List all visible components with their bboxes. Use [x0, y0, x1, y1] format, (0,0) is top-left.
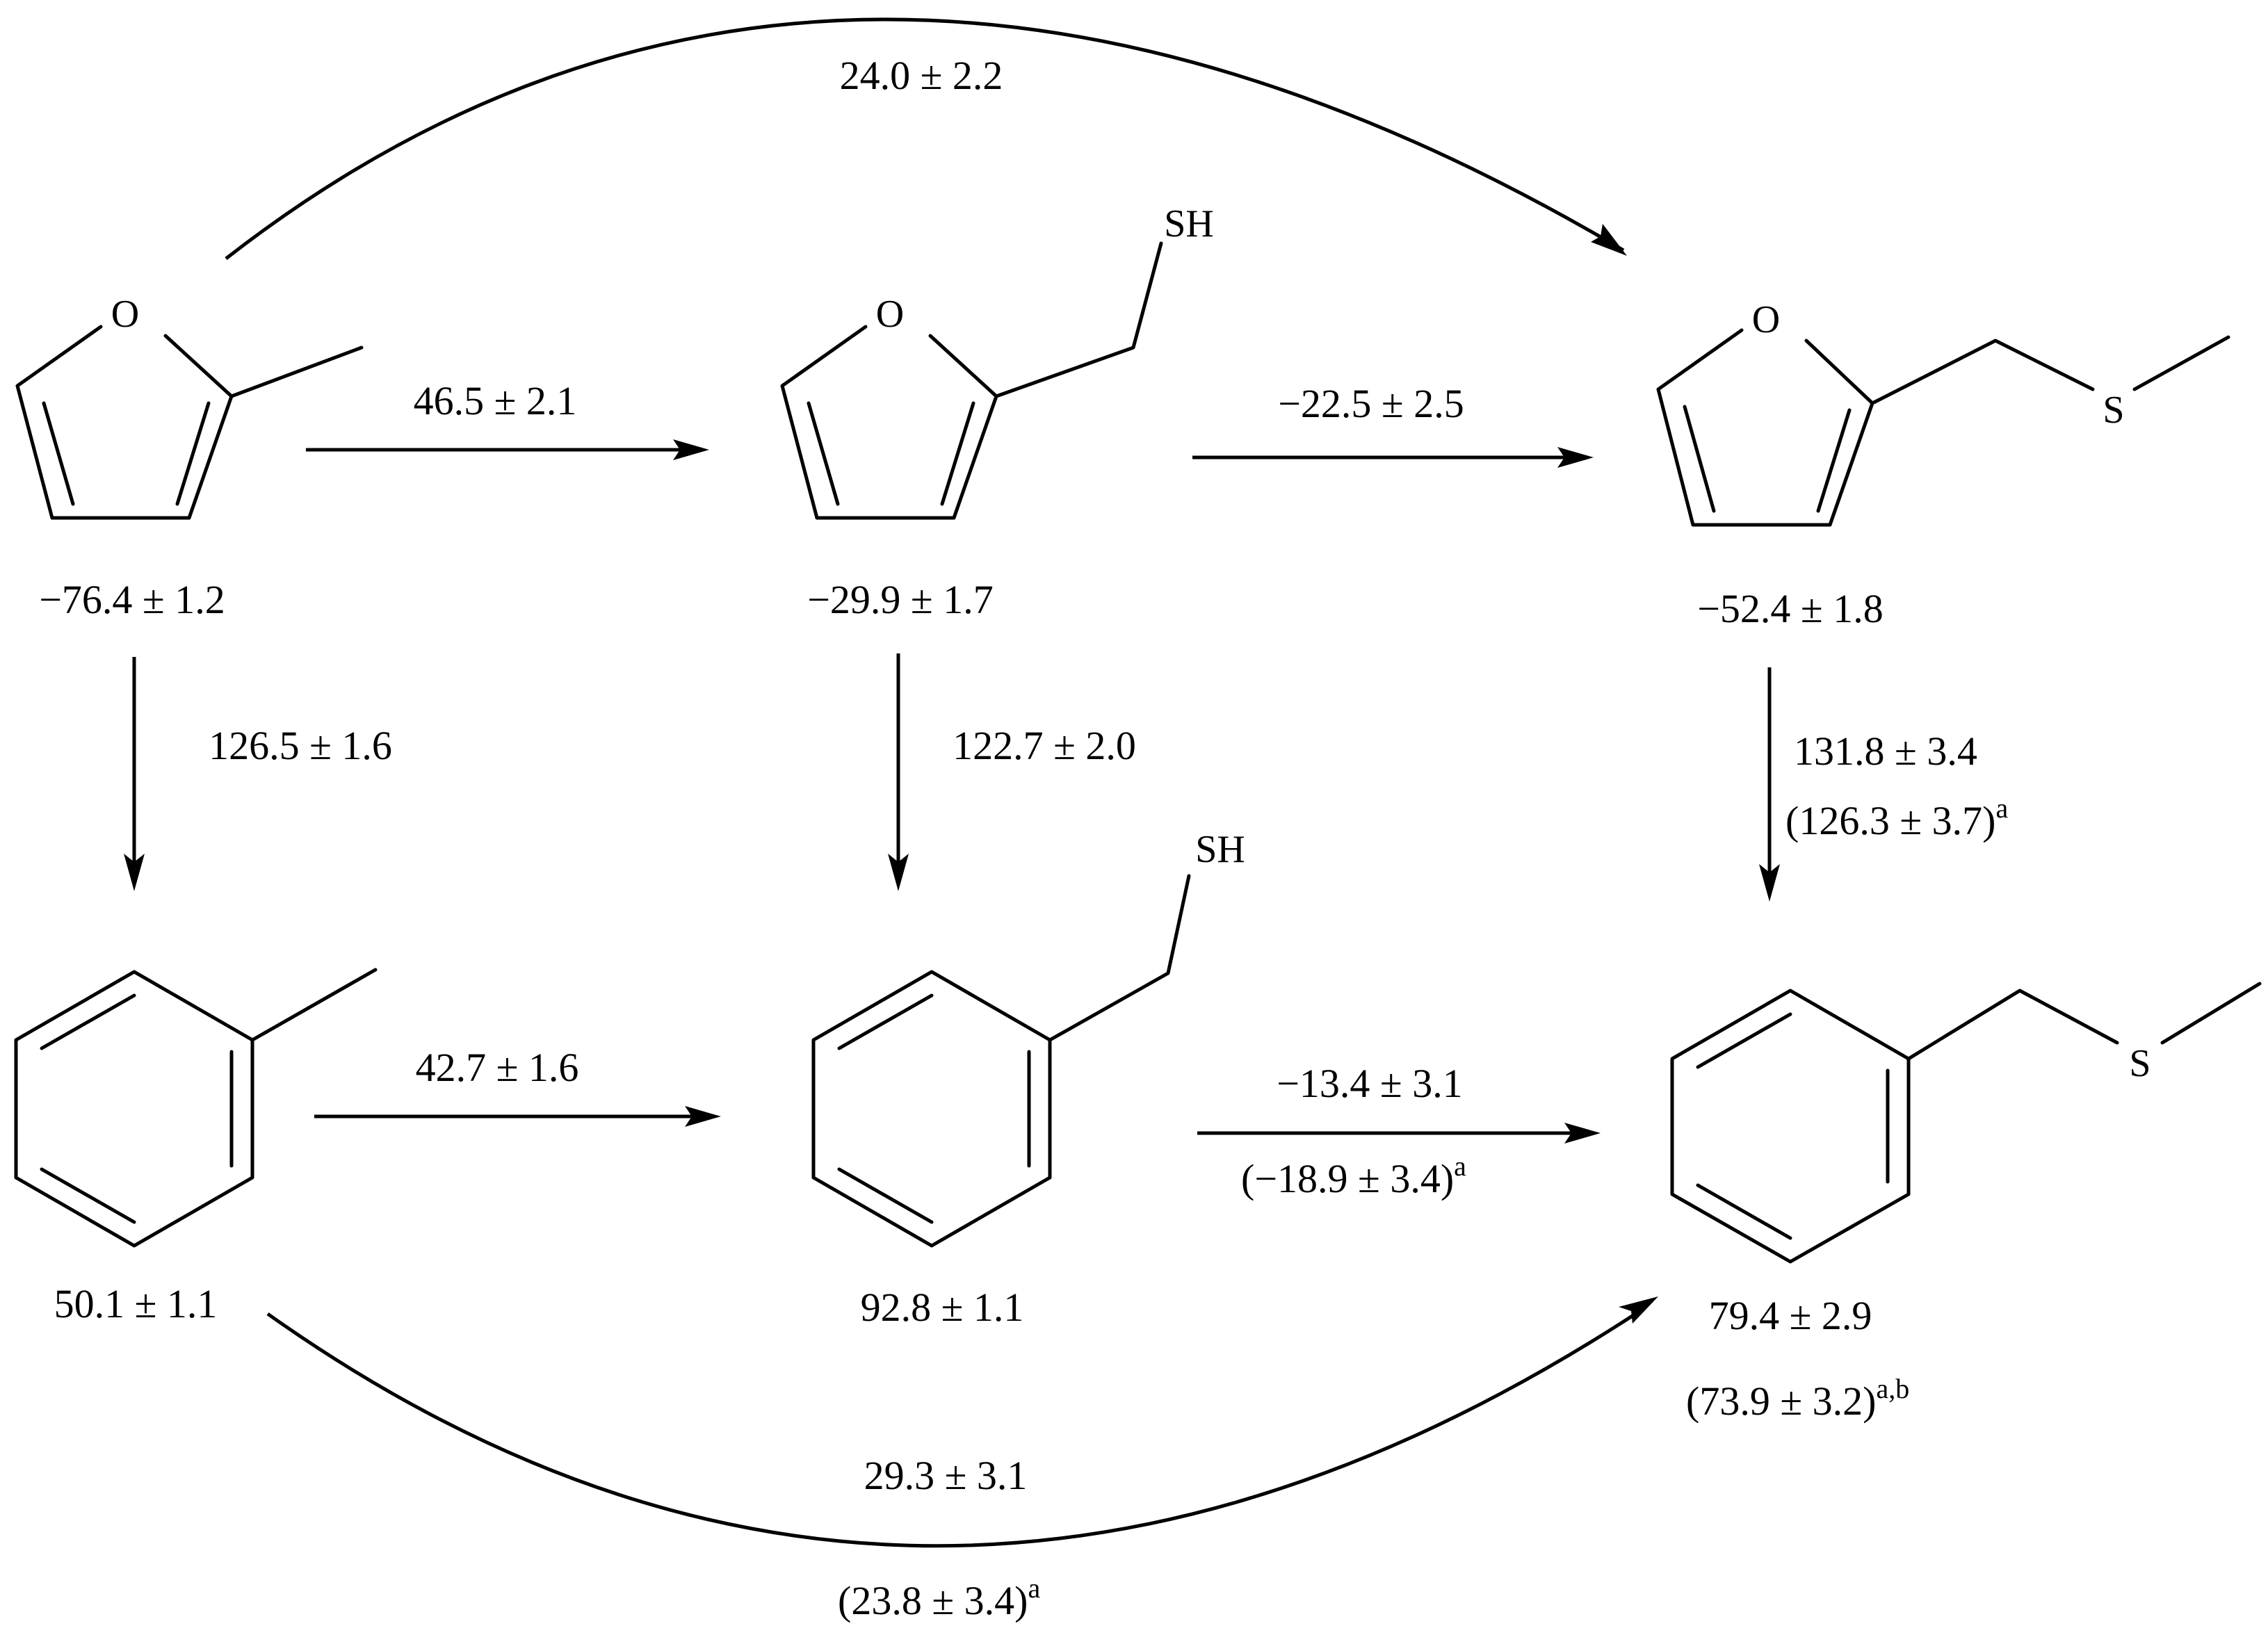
reaction-enthalpy-label: 46.5 ± 2.1 — [414, 378, 577, 423]
arrow-furan-sulfide-to-benzyl-sulfide — [1759, 667, 1780, 902]
reaction-enthalpy-label: 42.7 ± 1.6 — [416, 1045, 579, 1090]
benzyl-methyl-sulfide-structure: S — [1670, 982, 2262, 1264]
reaction-enthalpy-label: 126.5 ± 1.6 — [209, 723, 392, 768]
reaction-enthalpy-alt-label: (126.3 ± 3.7)a — [1785, 792, 2008, 843]
alt-enthalpy-value: (73.9 ± 3.2) — [1686, 1378, 1876, 1424]
benzylthiol-structure: SH — [811, 828, 1245, 1248]
furfurylthiol-enthalpy: −29.9 ± 1.7 — [807, 577, 994, 622]
footnote-marker: a — [1995, 792, 2008, 824]
reaction-enthalpy-label: 29.3 ± 3.1 — [864, 1453, 1028, 1498]
methylfuran-structure: O — [15, 293, 364, 520]
alt-value: (−18.9 ± 3.4) — [1241, 1156, 1454, 1201]
alt-value: (126.3 ± 3.7) — [1785, 798, 1995, 843]
toluene-enthalpy: 50.1 ± 1.1 — [54, 1281, 218, 1326]
sulfur-atom-label: S — [2103, 389, 2124, 432]
reaction-enthalpy-label: −13.4 ± 3.1 — [1277, 1061, 1463, 1106]
footnote-marker: a,b — [1876, 1373, 1909, 1404]
footnote-marker: a — [1028, 1572, 1040, 1604]
arrow-furfurylthiol-to-sulfide — [1192, 447, 1594, 468]
arrow-toluene-to-benzylthiol — [314, 1106, 721, 1127]
alt-value: (23.8 ± 3.4) — [838, 1578, 1028, 1623]
reaction-enthalpy-label: −22.5 ± 2.5 — [1278, 381, 1464, 426]
arrow-methylfuran-to-furfurylthiol — [306, 439, 709, 460]
sulfur-atom-label: S — [2129, 1042, 2150, 1085]
arrow-methylfuran-to-toluene — [124, 657, 145, 891]
reaction-enthalpy-alt-label: (−18.9 ± 3.4)a — [1241, 1150, 1466, 1201]
reaction-enthalpy-label: 122.7 ± 2.0 — [953, 723, 1136, 768]
benzyl-methyl-sulfide-enthalpy: 79.4 ± 2.9 — [1709, 1293, 1872, 1338]
reaction-enthalpy-label: 24.0 ± 2.2 — [840, 53, 1003, 98]
furfuryl-methyl-sulfide-structure: O S — [1656, 298, 2230, 527]
thiol-group-label: SH — [1195, 828, 1245, 871]
arrow-benzylthiol-to-sulfide — [1197, 1123, 1601, 1144]
oxygen-atom-label: O — [111, 293, 139, 336]
footnote-marker: a — [1454, 1150, 1466, 1182]
benzylthiol-enthalpy: 92.8 ± 1.1 — [861, 1285, 1024, 1330]
oxygen-atom-label: O — [1752, 298, 1780, 341]
reaction-enthalpy-label: 131.8 ± 3.4 — [1794, 729, 1977, 774]
arrow-toluene-to-sulfide-curved — [266, 1296, 1658, 1548]
benzyl-methyl-sulfide-alt-enthalpy: (73.9 ± 3.2)a,b — [1686, 1373, 1909, 1424]
methylfuran-enthalpy: −76.4 ± 1.2 — [39, 577, 225, 622]
thiol-group-label: SH — [1164, 202, 1214, 245]
toluene-structure — [14, 968, 378, 1248]
furfuryl-methyl-sulfide-enthalpy: −52.4 ± 1.8 — [1697, 586, 1884, 631]
reaction-enthalpy-alt-label: (23.8 ± 3.4)a — [838, 1572, 1040, 1623]
furfurylthiol-structure: O SH — [780, 202, 1214, 520]
arrow-furfurylthiol-to-benzylthiol — [888, 653, 909, 891]
oxygen-atom-label: O — [876, 293, 904, 336]
arrow-methylfuran-to-sulfide-curved — [225, 17, 1627, 260]
